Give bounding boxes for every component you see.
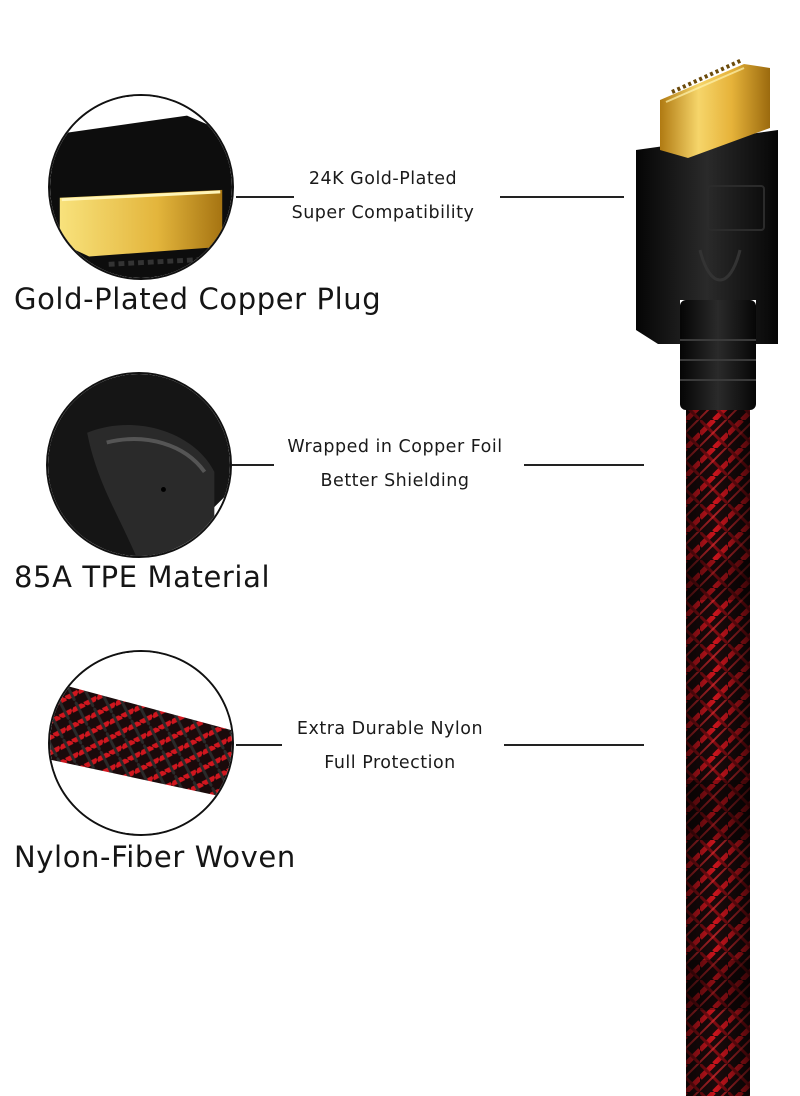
feature-1-caption-line1: 24K Gold-Plated	[308, 169, 458, 189]
feature-3-caption: Extra Durable Nylon Full Protection	[280, 712, 500, 780]
feature-3-left-connector-line	[236, 744, 282, 746]
feature-1-caption: 24K Gold-Plated Super Compatibility	[278, 162, 488, 230]
feature-3-heading: Nylon-Fiber Woven	[14, 840, 296, 874]
feature-2-caption: Wrapped in Copper Foil Better Shielding	[270, 430, 520, 498]
feature-3-right-connector-line	[504, 744, 644, 746]
feature-3-caption-line2: Full Protection	[324, 753, 456, 773]
feature-1-left-connector-line	[236, 196, 294, 198]
feature-1-heading: Gold-Plated Copper Plug	[14, 282, 382, 316]
feature-2-right-connector-line	[524, 464, 644, 466]
feature-3-caption-line1: Extra Durable Nylon	[296, 719, 484, 739]
feature-2-heading: 85A TPE Material	[14, 560, 271, 594]
gold-plug-closeup-image	[48, 94, 234, 280]
feature-1-caption-line2: Super Compatibility	[291, 203, 475, 223]
tpe-material-closeup-image	[46, 372, 232, 558]
feature-1-right-connector-line	[500, 196, 624, 198]
feature-2-caption-line2: Better Shielding	[320, 471, 470, 491]
feature-2-left-connector-line	[232, 464, 274, 466]
nylon-braid-closeup-image	[48, 650, 234, 836]
feature-2-caption-line1: Wrapped in Copper Foil	[287, 437, 503, 457]
